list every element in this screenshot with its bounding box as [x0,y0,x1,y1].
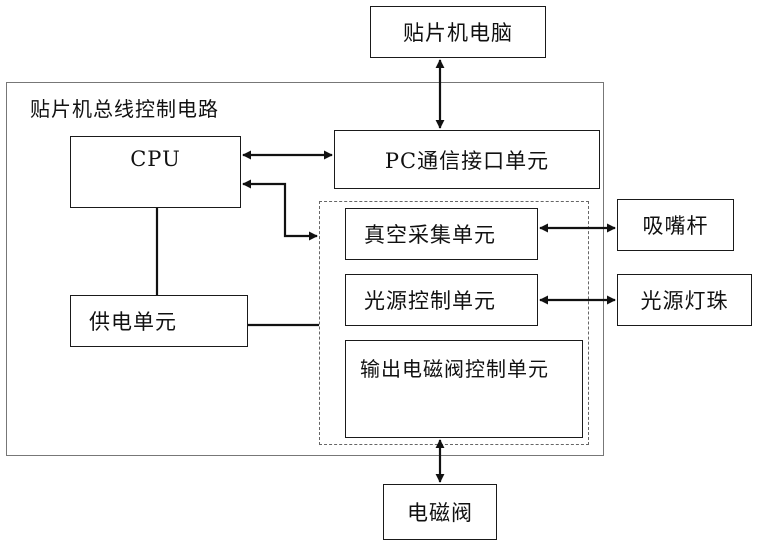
lamp-bead-block: 光源灯珠 [617,274,752,326]
solenoid-valve-block: 电磁阀 [383,484,497,540]
nozzle-block: 吸嘴杆 [617,199,734,251]
solenoid-valve-control-block: 输出电磁阀控制单元 [345,340,583,438]
pc-comm-interface-block: PC通信接口单元 [334,130,600,189]
power-supply-block: 供电单元 [70,295,248,347]
bus-control-circuit-frame [6,82,604,456]
vacuum-acquisition-block: 真空采集单元 [345,208,538,260]
cpu-to-peripherals-arrow [242,179,318,241]
smt-computer-block: 贴片机电脑 [370,6,546,58]
cpu-block: CPU [70,136,241,208]
light-control-block: 光源控制单元 [345,274,538,326]
bus-control-circuit-title: 贴片机总线控制电路 [30,97,219,121]
peripheral-units-group [319,201,589,445]
